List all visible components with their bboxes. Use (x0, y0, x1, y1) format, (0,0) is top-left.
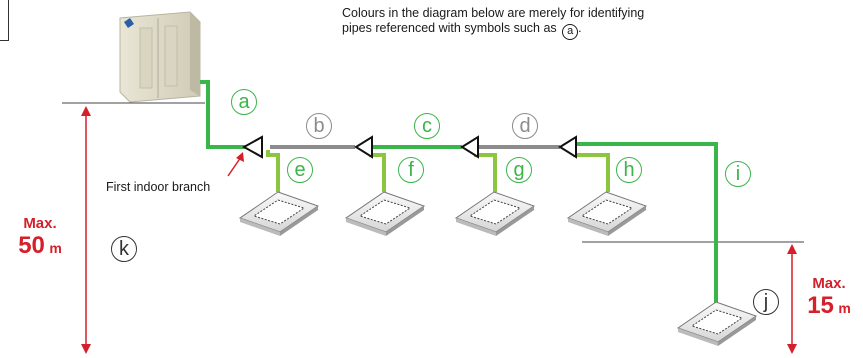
max-50-word: Max. (23, 215, 57, 232)
pipe-a (200, 80, 254, 149)
indoor-unit-5 (676, 301, 758, 346)
label-h: h (616, 157, 642, 183)
joint-4 (558, 135, 577, 159)
joint-2 (354, 135, 373, 159)
indoor-unit-2 (344, 191, 426, 236)
label-g: g (506, 157, 532, 183)
pipe-i (576, 142, 718, 304)
max-15-value: 15 (807, 292, 834, 319)
note-end: . (578, 21, 582, 35)
label-c: c (414, 113, 440, 139)
dim-50-bottom-arrow (81, 344, 91, 354)
label-a: a (231, 89, 257, 115)
refnet-joints (241, 135, 577, 159)
indoor-unit-4 (566, 191, 648, 236)
frame-corner (0, 0, 9, 41)
joint-1 (241, 135, 263, 159)
note-line-1: Colours in the diagram below are merely … (342, 6, 645, 20)
label-j: j (753, 289, 779, 315)
dim-15-top-arrow (787, 244, 797, 254)
max-50-value: 50 (18, 232, 45, 259)
dim-50-top-arrow (81, 106, 91, 116)
pipe-e (266, 150, 280, 192)
label-d: d (512, 113, 538, 139)
label-i: i (725, 161, 751, 187)
label-f: f (398, 157, 424, 183)
colour-note: Colours in the diagram below are merely … (342, 6, 722, 40)
first-branch-arrow (227, 152, 244, 177)
pipe-h (573, 150, 610, 192)
dim-15-bottom-arrow (787, 344, 797, 354)
dimension-arrows (81, 106, 797, 354)
label-b: b (306, 113, 332, 139)
max-height-50: Max. 50 m (8, 216, 72, 260)
note-symbol: a (562, 24, 579, 40)
max-15-unit: m (838, 300, 851, 316)
max-15-word: Max. (812, 275, 846, 292)
logo-icon (124, 18, 134, 28)
note-line-2: pipes referenced with symbols such as (342, 21, 557, 35)
joint-3 (460, 135, 479, 159)
indoor-unit-3 (454, 191, 536, 236)
label-k: k (111, 236, 137, 262)
max-height-15: Max. 15 m (797, 276, 861, 320)
first-branch-label: First indoor branch (106, 180, 211, 194)
label-e: e (287, 157, 313, 183)
indoor-unit-1 (238, 191, 320, 236)
indoor-units (238, 191, 758, 346)
outdoor-unit (119, 11, 201, 103)
max-50-unit: m (49, 240, 62, 256)
